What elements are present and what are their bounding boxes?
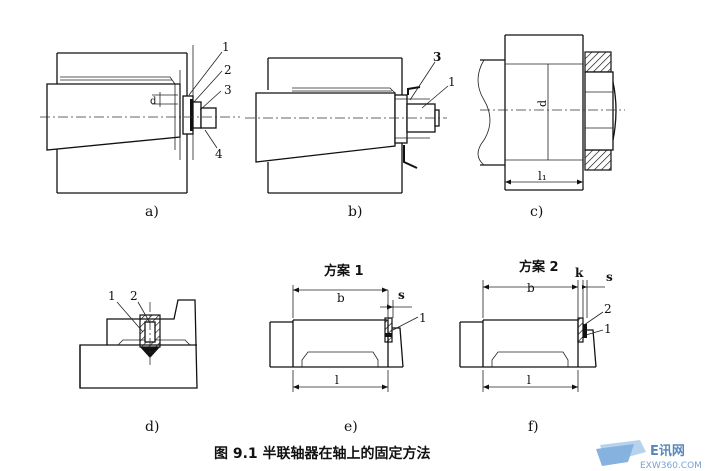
panel-a-caption: a) [145, 204, 159, 220]
panel-e-label-l: l [335, 373, 339, 387]
panel-d-labels: 1 2 d) [108, 289, 159, 435]
panel-f-label-2: 2 [604, 302, 612, 316]
panel-e-caption: e) [344, 419, 358, 435]
panel-b-labels: 3 1 b) [348, 50, 456, 220]
panel-a-label-3: 3 [224, 83, 232, 97]
panel-c-caption: c) [530, 204, 543, 220]
panel-f-caption: f) [528, 419, 539, 435]
panel-f-label-s: s [606, 270, 613, 284]
panel-d-label-2: 2 [130, 289, 138, 303]
panel-f-drawing [459, 280, 605, 392]
panel-c-label-d: d [536, 100, 549, 107]
panel-a-labels: 1 2 3 4 d a) [145, 40, 232, 220]
panel-e-drawing [269, 285, 419, 392]
panel-d-label-1: 1 [108, 289, 116, 303]
panel-b-caption: b) [348, 204, 362, 220]
watermark-brand: E讯网 [650, 444, 685, 459]
panel-d-drawing [79, 299, 198, 389]
panel-a-label-d: d [150, 96, 157, 107]
panel-f-label-k: k [575, 266, 584, 280]
panel-f-title: 方案 2 [519, 259, 559, 275]
panel-d-caption: d) [145, 419, 159, 435]
watermark-logo: E讯网 EXW360.COM [596, 440, 702, 471]
panel-c-labels: d l₁ c) [530, 100, 549, 220]
panel-a-drawing [40, 45, 240, 194]
panel-a-label-4: 4 [215, 147, 223, 161]
watermark-url: EXW360.COM [640, 461, 702, 471]
panel-a-label-1: 1 [222, 40, 230, 54]
panel-f-label-1: 1 [604, 322, 612, 336]
panel-e-label-b: b [337, 291, 345, 305]
panel-b-label-1: 1 [448, 75, 456, 89]
panel-c-drawing [477, 34, 625, 191]
panel-a-label-2: 2 [224, 63, 232, 77]
figure-caption: 图 9.1 半联轴器在轴上的固定方法 [214, 445, 431, 462]
panel-f-labels: 方案 2 b k s 2 1 l f) [519, 259, 613, 435]
panel-f-label-b: b [527, 281, 535, 295]
panel-b-label-3: 3 [433, 50, 441, 64]
panel-e-label-s: s [398, 288, 405, 302]
panel-c-label-l1: l₁ [538, 169, 547, 183]
panel-e-label-1: 1 [419, 311, 427, 325]
panel-e-title: 方案 1 [324, 263, 364, 279]
panel-b-drawing [245, 57, 449, 194]
panel-f-label-l: l [527, 373, 531, 387]
panel-e-labels: 方案 1 b s 1 l e) [324, 263, 427, 435]
